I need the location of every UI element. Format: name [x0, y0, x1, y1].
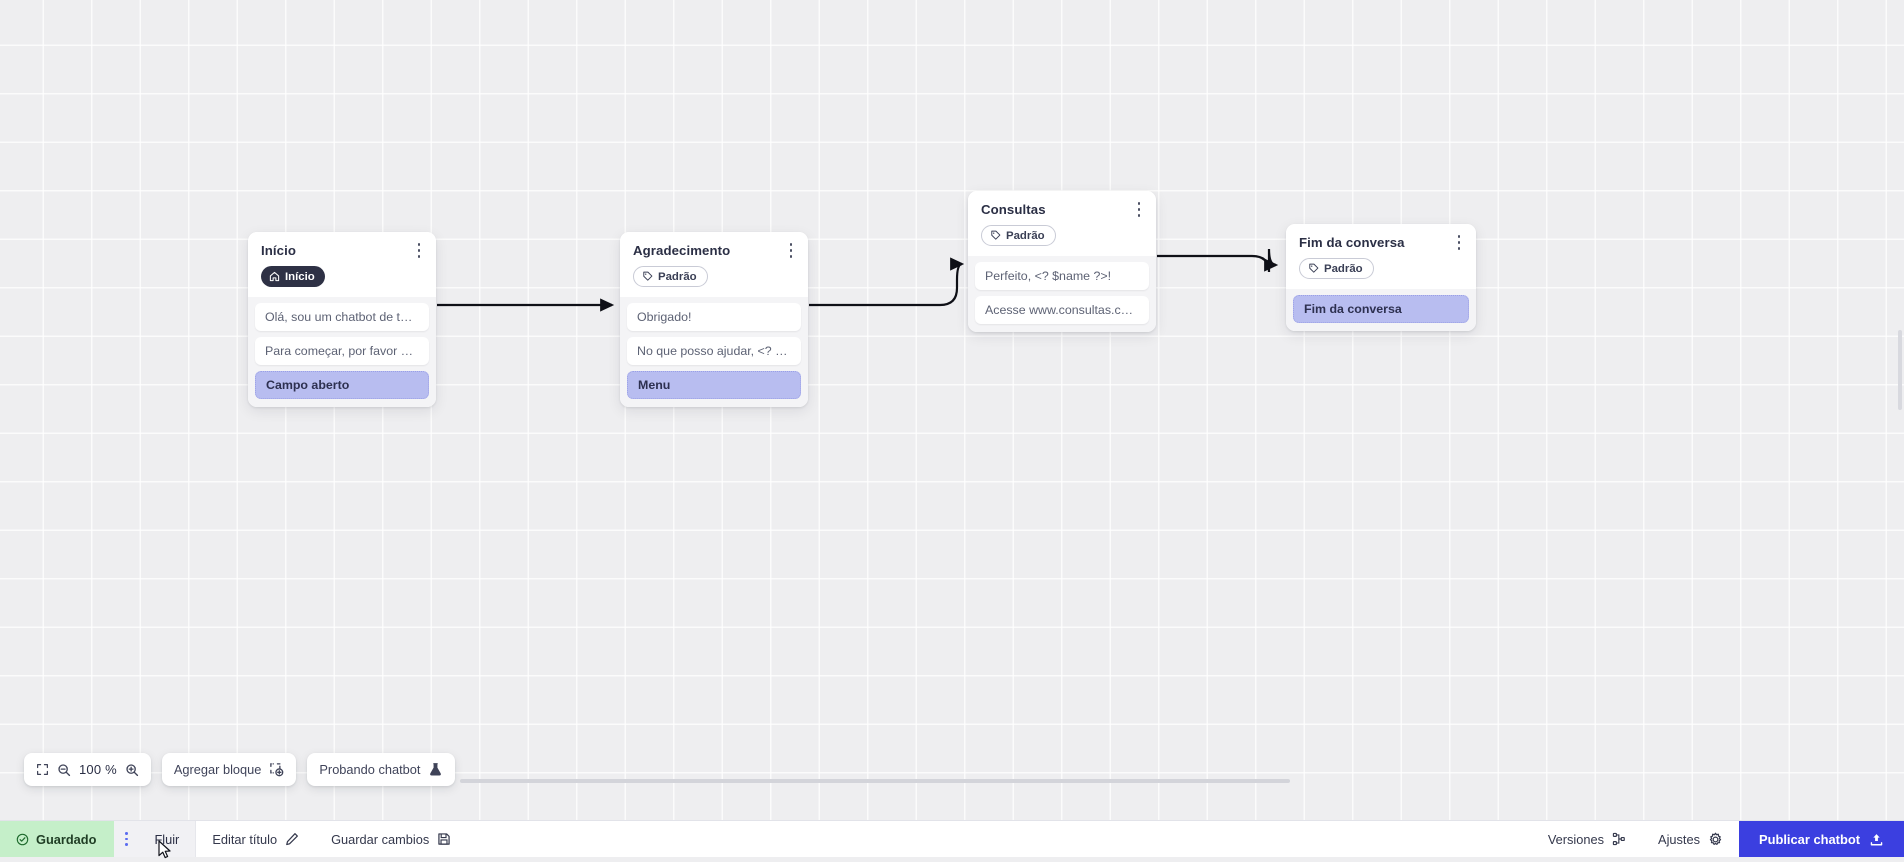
horizontal-scrollbar[interactable]	[460, 779, 1290, 783]
status-more-button[interactable]	[114, 821, 138, 857]
test-chatbot-button[interactable]: Probando chatbot	[307, 753, 455, 786]
node-body: Obrigado! No que posso ajudar, <? $name …	[620, 297, 808, 407]
edge-agradecimento-consultas	[809, 264, 962, 305]
tag-icon	[990, 230, 1001, 241]
canvas-toolbar: 100 % Agregar bloque Probando chatbo	[24, 753, 455, 786]
add-block-button[interactable]: Agregar bloque	[162, 753, 297, 786]
node-menu-button[interactable]	[1451, 233, 1467, 252]
flask-icon	[428, 762, 443, 777]
node-action[interactable]: Campo aberto	[255, 371, 429, 399]
tab-fluir[interactable]: Fluir	[138, 821, 196, 857]
node-title: Consultas	[981, 202, 1143, 217]
node-title: Início	[261, 243, 423, 258]
vertical-scrollbar[interactable]	[1898, 330, 1902, 410]
tab-fluir-label: Fluir	[154, 832, 179, 847]
node-badge-label: Padrão	[1324, 263, 1363, 275]
node-title: Fim da conversa	[1299, 235, 1463, 250]
node-menu-button[interactable]	[783, 241, 799, 260]
test-chatbot-label: Probando chatbot	[319, 762, 420, 777]
node-badge-default[interactable]: Padrão	[633, 266, 708, 287]
edit-title-label: Editar título	[212, 832, 277, 847]
save-changes-button[interactable]: Guardar cambios	[315, 821, 467, 857]
saved-status-label: Guardado	[36, 832, 96, 847]
settings-label: Ajustes	[1658, 832, 1700, 847]
node-badge-default[interactable]: Padrão	[1299, 258, 1374, 279]
home-icon	[269, 271, 280, 282]
fullscreen-icon[interactable]	[36, 763, 49, 776]
status-bar: Guardado Fluir Editar título Guardar cam…	[0, 820, 1904, 857]
flow-node-agradecimento[interactable]: Agradecimento Padrão Obrigado! No que po…	[620, 232, 808, 407]
node-header: Início Início	[248, 232, 436, 297]
upload-icon	[1869, 832, 1884, 847]
flow-node-inicio[interactable]: Início Início Olá, sou um chatbot de tes…	[248, 232, 436, 407]
flow-canvas[interactable]: Início Início Olá, sou um chatbot de tes…	[0, 0, 1904, 820]
gear-icon	[1708, 832, 1723, 847]
versions-button[interactable]: Versiones	[1532, 821, 1642, 857]
edit-title-button[interactable]: Editar título	[196, 821, 315, 857]
node-title: Agradecimento	[633, 243, 795, 258]
node-badge-default[interactable]: Padrão	[981, 225, 1056, 246]
zoom-level-label: 100 %	[79, 762, 117, 777]
node-action[interactable]: Menu	[627, 371, 801, 399]
node-message[interactable]: No que posso ajudar, <? $name ...	[627, 337, 801, 365]
node-body: Olá, sou um chatbot de teste! Para começ…	[248, 297, 436, 407]
flow-node-fim-da-conversa[interactable]: Fim da conversa Padrão Fim da conversa	[1286, 224, 1476, 331]
add-block-label: Agregar bloque	[174, 762, 262, 777]
branch-icon	[1612, 832, 1626, 846]
pencil-icon	[285, 832, 299, 846]
node-badge-label: Início	[285, 271, 315, 283]
save-disk-icon	[437, 832, 451, 846]
node-message[interactable]: Acesse www.consultas.com par...	[975, 296, 1149, 324]
statusbar-spacer	[467, 821, 1532, 857]
node-message[interactable]: Para começar, por favor digite o ...	[255, 337, 429, 365]
node-message[interactable]: Olá, sou um chatbot de teste!	[255, 303, 429, 331]
node-header: Agradecimento Padrão	[620, 232, 808, 297]
saved-status-badge: Guardado	[0, 821, 114, 857]
node-message[interactable]: Obrigado!	[627, 303, 801, 331]
edge-consultas-fim	[1157, 249, 1276, 272]
node-body: Perfeito, <? $name ?>! Acesse www.consul…	[968, 256, 1156, 332]
node-badge-start[interactable]: Início	[261, 266, 325, 287]
node-body: Fim da conversa	[1286, 289, 1476, 331]
node-menu-button[interactable]	[411, 241, 427, 260]
publish-chatbot-button[interactable]: Publicar chatbot	[1739, 821, 1904, 857]
zoom-controls[interactable]: 100 %	[24, 753, 151, 786]
publish-chatbot-label: Publicar chatbot	[1759, 832, 1860, 847]
check-circle-icon	[16, 833, 29, 846]
node-header: Consultas Padrão	[968, 191, 1156, 256]
versions-label: Versiones	[1548, 832, 1604, 847]
save-changes-label: Guardar cambios	[331, 832, 429, 847]
node-badge-label: Padrão	[658, 271, 697, 283]
add-block-icon	[269, 762, 284, 777]
node-message[interactable]: Perfeito, <? $name ?>!	[975, 262, 1149, 290]
settings-button[interactable]: Ajustes	[1642, 821, 1739, 857]
connector-layer	[0, 0, 1904, 820]
node-action[interactable]: Fim da conversa	[1293, 295, 1469, 323]
node-menu-button[interactable]	[1131, 200, 1147, 219]
tag-icon	[1308, 263, 1319, 274]
zoom-in-icon[interactable]	[125, 763, 139, 777]
node-header: Fim da conversa Padrão	[1286, 224, 1476, 289]
node-badge-label: Padrão	[1006, 230, 1045, 242]
tag-icon	[642, 271, 653, 282]
zoom-out-icon[interactable]	[57, 763, 71, 777]
flow-node-consultas[interactable]: Consultas Padrão Perfeito, <? $name ?>! …	[968, 191, 1156, 332]
